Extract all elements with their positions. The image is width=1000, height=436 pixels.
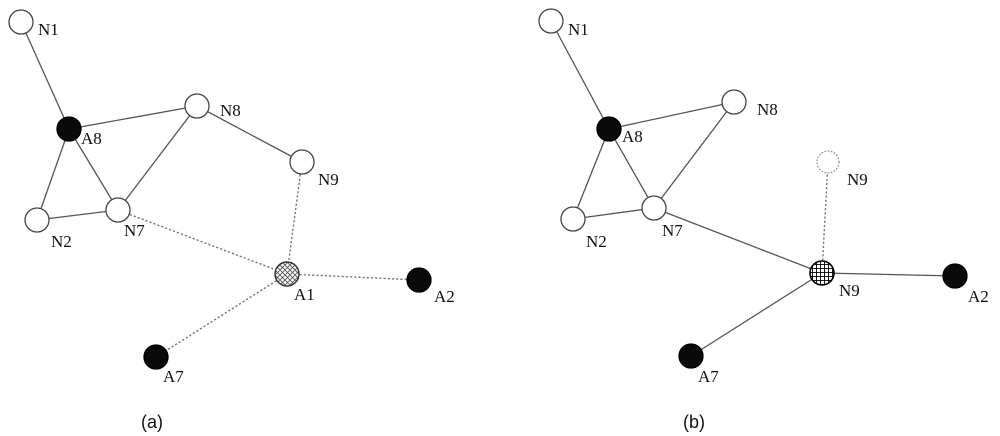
node-label-n9-old: N9 xyxy=(847,170,868,189)
edge-a8-n8 xyxy=(608,101,735,130)
node-label-n2: N2 xyxy=(586,232,607,251)
edge-a8-n2 xyxy=(36,128,70,221)
node-label-a2: A2 xyxy=(434,287,455,306)
node-label-n1: N1 xyxy=(38,20,59,39)
node-label-a7: A7 xyxy=(163,367,184,386)
edge-n2-n7 xyxy=(572,207,655,220)
node-a7 xyxy=(143,344,169,370)
node-n2 xyxy=(24,207,50,233)
edge-a1-a7 xyxy=(155,273,288,358)
edge-n7-a1 xyxy=(117,209,288,275)
edge-n9-a7 xyxy=(690,272,823,357)
panel-b-caption: (b) xyxy=(683,412,705,432)
node-label-a8: A8 xyxy=(81,129,102,148)
node-label-a2: A2 xyxy=(968,287,989,306)
edge-n1-a8 xyxy=(20,21,70,130)
node-label-a1: A1 xyxy=(294,285,315,304)
edge-a8-n8 xyxy=(68,105,198,130)
panel-b-edges xyxy=(550,20,956,357)
node-label-n7: N7 xyxy=(662,221,683,240)
node-n8 xyxy=(721,89,747,115)
edge-n7-n9 xyxy=(653,207,823,274)
node-n7 xyxy=(105,197,131,223)
panel-a-edges xyxy=(20,21,420,358)
edge-a8-n7 xyxy=(68,128,119,211)
node-a7 xyxy=(678,343,704,369)
node-n7 xyxy=(641,195,667,221)
edge-n9-old-n9 xyxy=(821,161,829,274)
edge-n7-n8 xyxy=(653,101,735,209)
node-a8 xyxy=(596,116,622,142)
edge-a1-a2 xyxy=(286,273,420,281)
edge-n1-a8 xyxy=(550,20,610,130)
node-a2 xyxy=(942,263,968,289)
node-label-n2: N2 xyxy=(51,232,72,251)
node-label-n9: N9 xyxy=(318,170,339,189)
node-label-a7: A7 xyxy=(698,367,719,386)
node-label-n8: N8 xyxy=(757,100,778,119)
node-n2 xyxy=(560,206,586,232)
edge-n9-a1 xyxy=(286,161,303,275)
node-n8 xyxy=(184,93,210,119)
node-label-n9: N9 xyxy=(839,281,860,300)
node-label-n8: N8 xyxy=(220,101,241,120)
edge-a8-n2 xyxy=(572,128,610,220)
panel-a-caption: (a) xyxy=(141,412,163,432)
node-n9 xyxy=(289,149,315,175)
edge-n9-a2 xyxy=(821,272,956,277)
node-n1 xyxy=(538,8,564,34)
node-label-n1: N1 xyxy=(568,20,589,39)
node-n1 xyxy=(8,9,34,35)
edge-n8-n9 xyxy=(196,105,303,163)
edge-n7-n8 xyxy=(117,105,198,211)
edge-n2-n7 xyxy=(36,209,119,221)
node-label-n7: N7 xyxy=(124,221,145,240)
node-a1 xyxy=(274,261,300,287)
edge-a8-n7 xyxy=(608,128,655,209)
node-n9 xyxy=(809,260,835,286)
node-a8 xyxy=(56,116,82,142)
node-a2 xyxy=(406,267,432,293)
node-label-a8: A8 xyxy=(622,127,643,146)
node-n9-old xyxy=(816,150,840,174)
